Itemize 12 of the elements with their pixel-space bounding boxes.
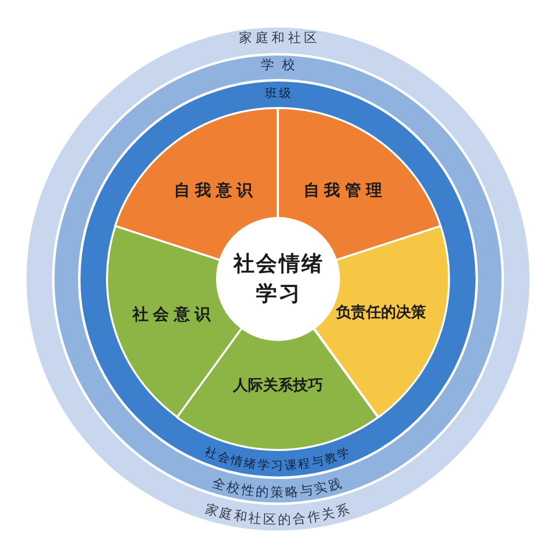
segment-label: 自我意识 xyxy=(173,180,258,200)
ring-label: 家庭和社区 xyxy=(238,31,320,47)
segment-label: 负责任的决策 xyxy=(336,303,426,322)
ring-label: 学校 xyxy=(260,58,303,74)
ring-label: 社会情绪学习课程与教学 xyxy=(202,444,354,472)
ring-label: 家庭和社区的合作关系 xyxy=(203,502,353,528)
segment-label: 社会意识 xyxy=(131,304,216,324)
ring-label: 班级 xyxy=(264,86,293,100)
segment-label: 自我管理 xyxy=(302,180,387,200)
segment-label: 人际关系技巧 xyxy=(232,376,323,394)
ring-label: 全校性的策略与实践 xyxy=(210,476,346,501)
center-label: 社会情绪学习 xyxy=(232,250,326,308)
